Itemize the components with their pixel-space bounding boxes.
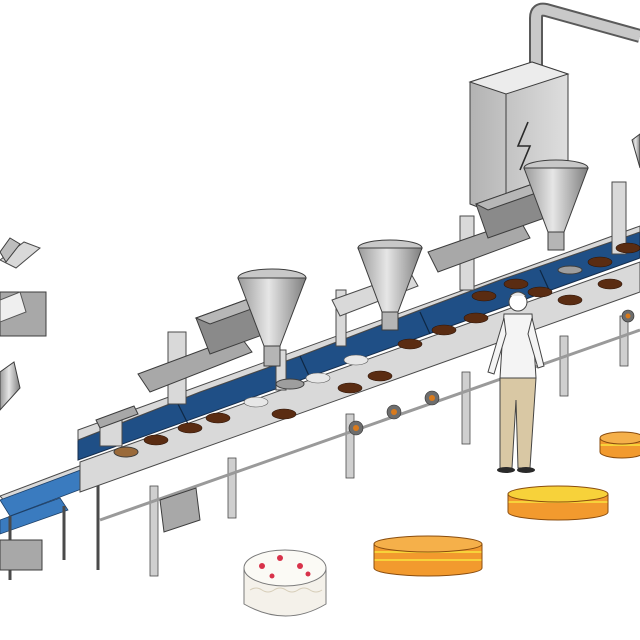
hopper-4 — [631, 133, 640, 169]
main-conveyor — [77, 225, 640, 493]
robot-arm — [0, 237, 47, 337]
overhead-duct — [529, 2, 640, 88]
sponge-layer-medium — [507, 485, 609, 521]
operator-figure — [487, 291, 545, 473]
entry-decorating-head — [95, 405, 139, 458]
hopper-2 — [357, 239, 423, 331]
cakes-on-belt — [143, 242, 640, 446]
conveyor-legs — [99, 315, 640, 577]
sponge-layer-small — [599, 431, 640, 459]
left-conveyor-frame — [0, 361, 105, 580]
finished-cream-cake — [243, 549, 327, 617]
sponge-layer-large — [373, 535, 483, 577]
hopper-3 — [523, 159, 589, 275]
high-voltage-icon — [516, 121, 532, 171]
hopper-1 — [237, 268, 307, 390]
caster-wheels — [348, 309, 635, 436]
